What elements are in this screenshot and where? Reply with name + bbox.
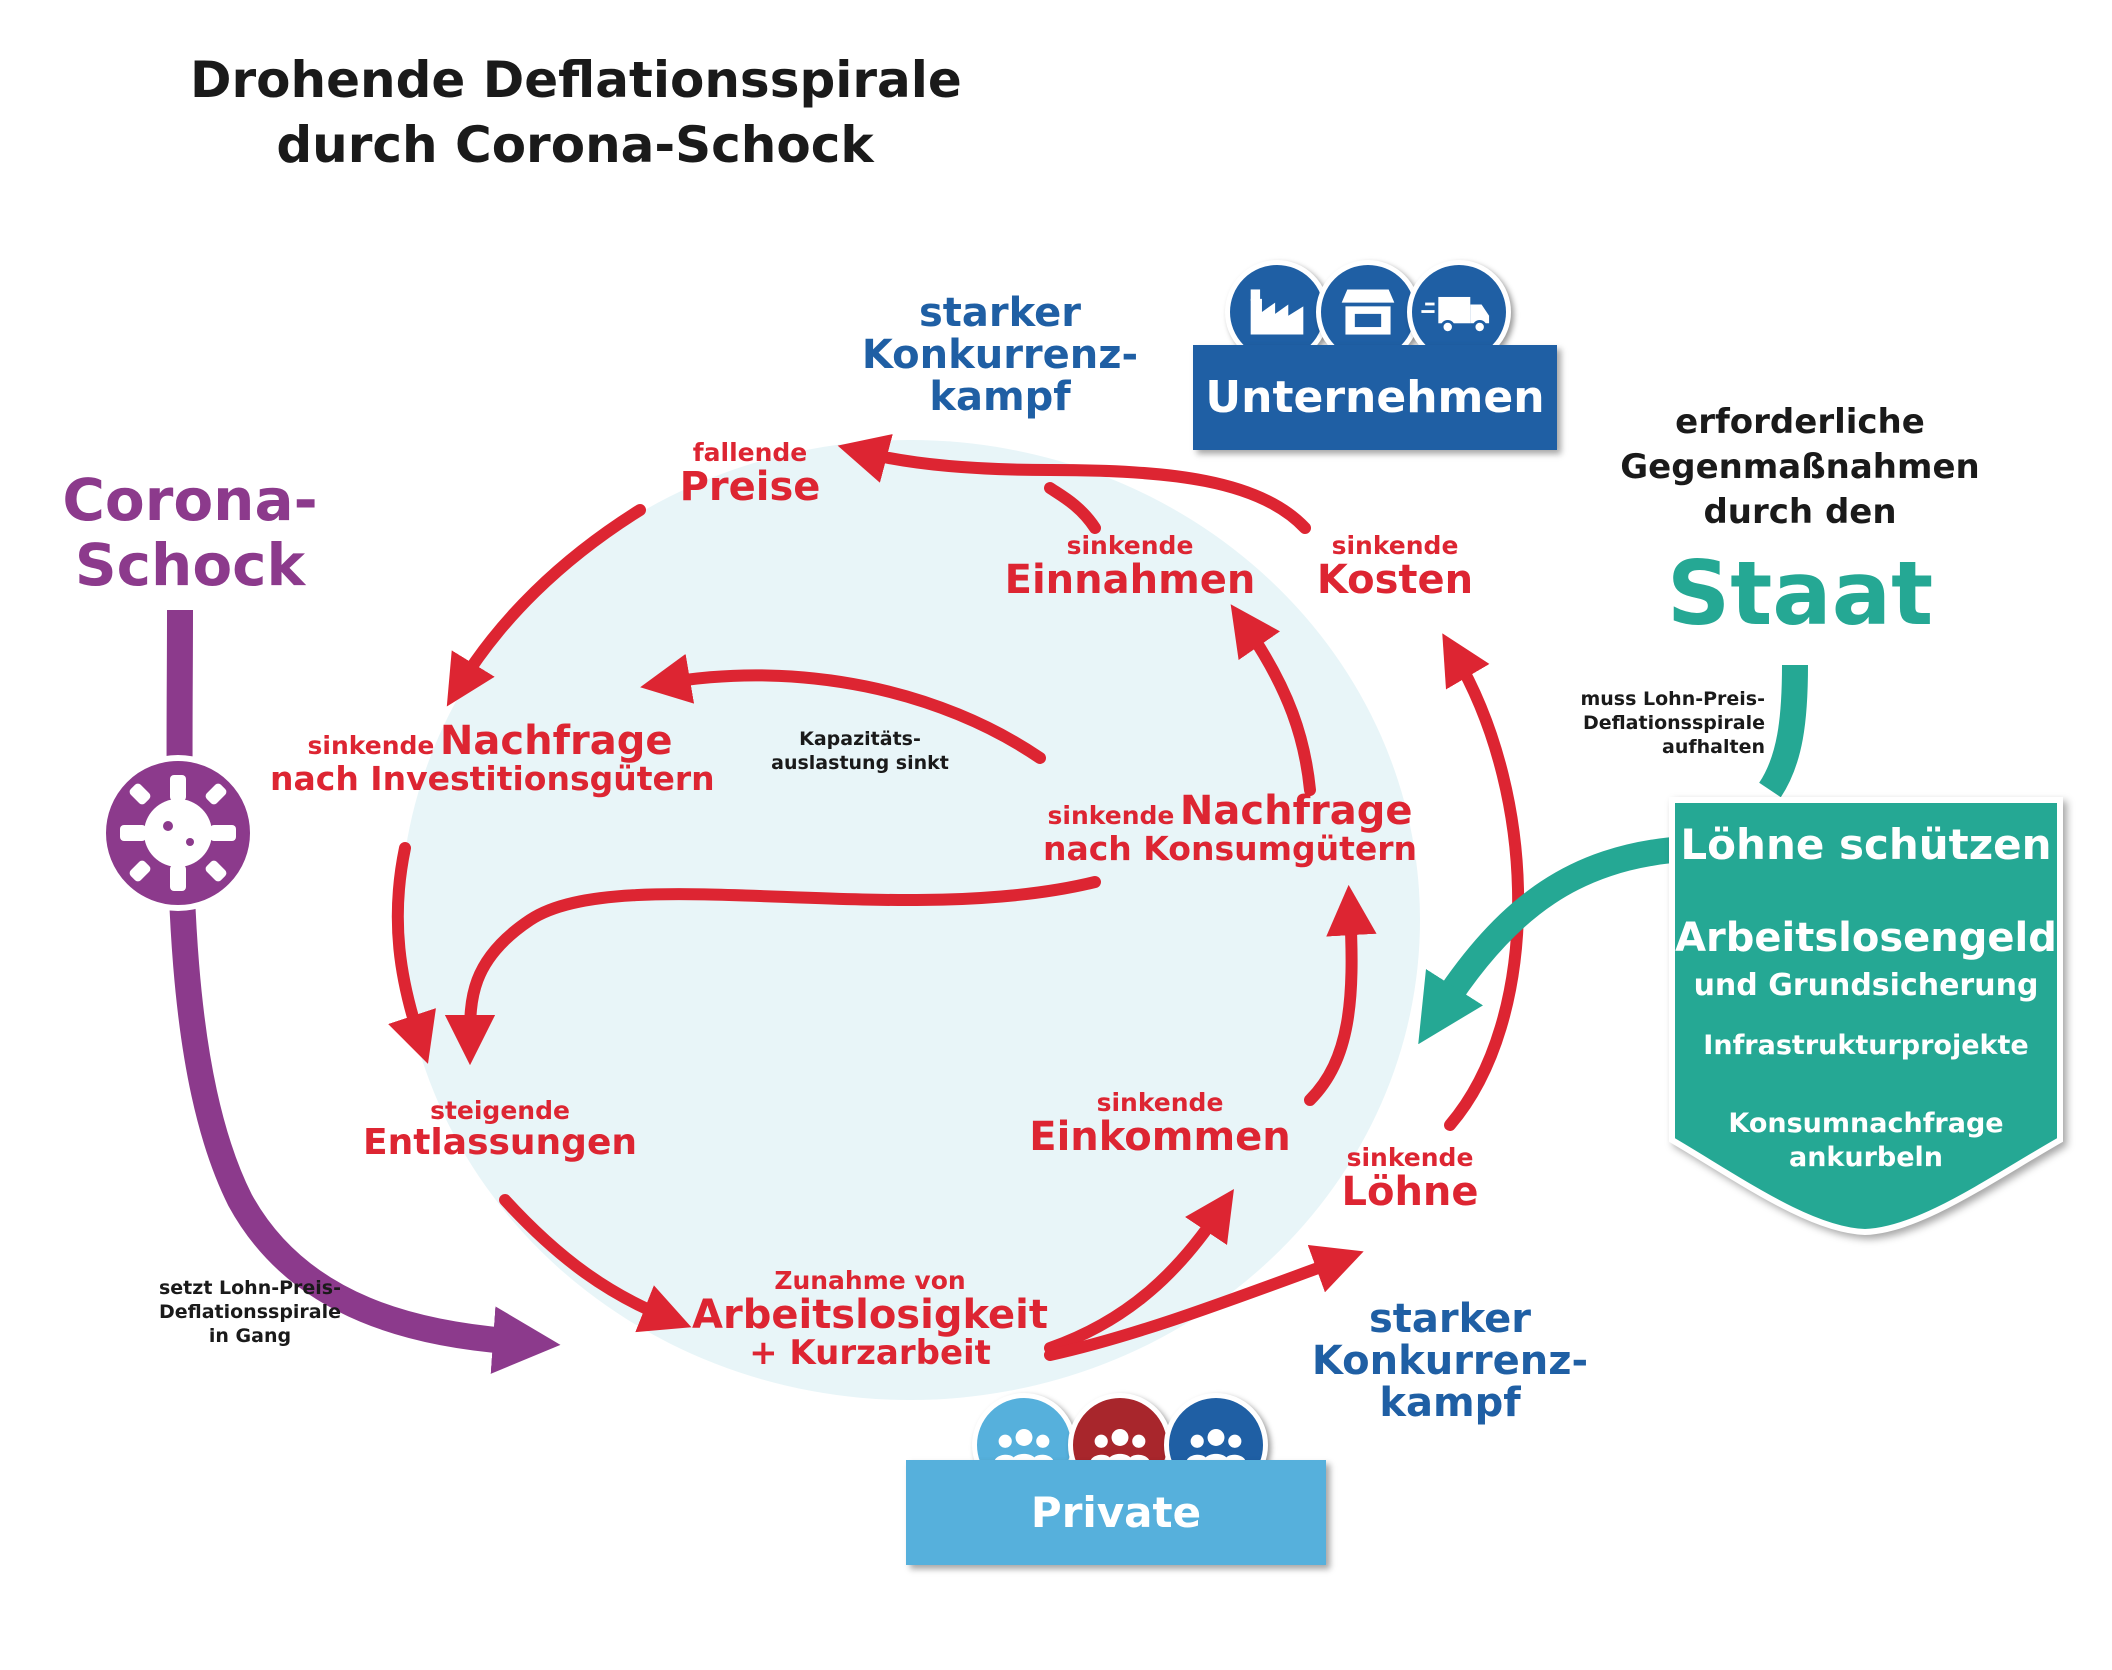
virus-icon <box>100 755 256 911</box>
staat-note-line: muss Lohn-Preis- <box>1580 688 1765 710</box>
node-arbeitslosigkeit-line2: + Kurzarbeit <box>749 1333 991 1374</box>
node-einkommen: sinkende Einkommen <box>1010 1088 1310 1161</box>
node-einnahmen-big: Einnahmen <box>1004 557 1256 604</box>
node-invest-big: Nachfrage <box>439 718 673 764</box>
corona-note-line: setzt Lohn-Preis- <box>158 1277 342 1299</box>
staat-intro-line: Gegenmaßnahmen <box>1620 446 1980 487</box>
arrow-staat-down <box>1758 664 1808 798</box>
arrow-konsum-to-entlassungen <box>444 876 1101 1066</box>
arrow-loehne-to-kosten <box>1442 633 1525 1131</box>
unternehmen-box: Unternehmen <box>1193 345 1557 450</box>
node-arbeitslosigkeit: Zunahme von Arbeitslosigkeit + Kurzarbei… <box>680 1266 1060 1374</box>
node-invest: sinkende Nachfrage nach Investitionsgüte… <box>270 718 715 798</box>
node-einnahmen-small: sinkende <box>1066 531 1194 560</box>
kapazitaet-note: Kapazitäts- auslastung sinkt <box>760 728 960 776</box>
node-loehne-small: sinkende <box>1346 1143 1474 1172</box>
konkurrenz-line: Konkurrenz- <box>861 332 1139 378</box>
arrow-kosten-to-preise <box>837 434 1311 534</box>
konkurrenz-line: Konkurrenz- <box>1311 1338 1589 1384</box>
node-kosten: sinkende Kosten <box>1285 531 1505 604</box>
staat-note: muss Lohn-Preis- Deflationsspirale aufha… <box>1545 688 1765 759</box>
corona-note: setzt Lohn-Preis- Deflationsspirale in G… <box>140 1277 360 1348</box>
corona-label: Corona- Schock <box>40 468 340 598</box>
corona-line-2: Schock <box>74 530 306 599</box>
corona-line-1: Corona- <box>62 466 318 534</box>
node-einkommen-small: sinkende <box>1096 1088 1224 1117</box>
node-invest-small: sinkende <box>307 731 435 760</box>
konkurrenz-line: kampf <box>929 374 1071 420</box>
konkurrenz-line: starker <box>918 290 1082 336</box>
measure-ankurbeln: ankurbeln <box>1788 1142 1944 1173</box>
node-konsum-big: Nachfrage <box>1179 788 1413 834</box>
node-loehne: sinkende Löhne <box>1300 1143 1520 1216</box>
measure-konsumnachfrage: Konsumnachfrage <box>1728 1108 2004 1139</box>
arrow-staat-to-loehne <box>1418 837 1674 1045</box>
staat-measures-badge <box>1669 797 2063 1236</box>
unternehmen-label: Unternehmen <box>1205 372 1545 423</box>
title-line-2: durch Corona-Schock <box>276 116 874 174</box>
node-entlassungen-big: Entlassungen <box>363 1122 637 1164</box>
staat-intro: erforderliche Gegenmaßnahmen durch den <box>1600 400 2000 535</box>
arrow-loehne-to-einkommen <box>1304 884 1377 1106</box>
diagram-canvas <box>100 434 2063 1400</box>
node-arbeitslosigkeit-small: Zunahme von <box>774 1266 966 1295</box>
node-kosten-small: sinkende <box>1331 531 1459 560</box>
node-einkommen-big: Einkommen <box>1029 1114 1291 1161</box>
corona-note-line: Deflationsspirale <box>158 1300 342 1323</box>
arrow-arbeitslosigkeit-to-einkommen <box>1044 1189 1234 1354</box>
node-loehne-big: Löhne <box>1341 1169 1479 1216</box>
staat-name: Staat <box>1600 547 2000 640</box>
arrow-einnahmen-to-preise <box>1044 482 1101 534</box>
node-konsum: sinkende Nachfrage nach Konsumgütern <box>1020 790 1440 867</box>
corona-note-line: in Gang <box>208 1324 292 1347</box>
node-kosten-big: Kosten <box>1316 557 1474 604</box>
measure-infrastruktur: Infrastrukturprojekte <box>1703 1030 2029 1061</box>
node-konsum-small: sinkende <box>1047 801 1175 830</box>
konkurrenz-line: kampf <box>1379 1380 1521 1426</box>
konkurrenz-line: starker <box>1368 1296 1532 1342</box>
node-entlassungen-small: steigende <box>430 1096 570 1125</box>
konkurrenz-top: starker Konkurrenz- kampf <box>860 292 1140 418</box>
staat-note-line: Deflationsspirale <box>1582 711 1765 734</box>
staat-intro-line: erforderliche <box>1675 402 1925 442</box>
measure-arbeitslosengeld: Arbeitslosengeld <box>1675 915 2057 961</box>
page-title: Drohende Deflationsspirale durch Corona-… <box>190 48 962 178</box>
staat-name-text: Staat <box>1666 542 1934 645</box>
staat-intro-line: durch den <box>1703 491 1897 532</box>
node-entlassungen: steigende Entlassungen <box>350 1096 650 1164</box>
konkurrenz-bottom: starker Konkurrenz- kampf <box>1300 1298 1600 1424</box>
node-konsum-line2: nach Konsumgütern <box>1042 829 1418 868</box>
node-invest-line2: nach Investitionsgütern <box>270 759 715 798</box>
node-arbeitslosigkeit-big: Arbeitslosigkeit <box>692 1292 1048 1339</box>
arrow-preise-to-invest <box>446 504 646 707</box>
measure-grundsicherung: und Grundsicherung <box>1693 968 2039 1003</box>
measure-loehne-schuetzen: Löhne schützen <box>1680 820 2052 869</box>
node-preise-small: fallende <box>692 438 808 467</box>
node-preise-big: Preise <box>679 464 821 511</box>
node-preise: fallende Preise <box>640 438 860 511</box>
kapazitaet-line: auslastung sinkt <box>771 751 949 774</box>
arrow-kapazitaet <box>640 653 1046 764</box>
staat-note-line: aufhalten <box>1662 735 1765 758</box>
haushalte-box: Private Haushalte <box>906 1460 1326 1642</box>
title-line-1: Drohende Deflationsspirale <box>190 51 962 109</box>
arrow-entlassungen-to-arbeitslosigkeit <box>499 1194 692 1333</box>
arrow-invest-to-entlassungen <box>388 842 436 1064</box>
haushalte-label: Private Haushalte <box>996 1488 1236 1642</box>
node-einnahmen: sinkende Einnahmen <box>970 531 1290 604</box>
kapazitaet-line: Kapazitäts- <box>799 728 921 750</box>
arrow-konsum-to-einnahmen <box>1230 604 1316 796</box>
arrow-arbeitslosigkeit-to-loehne <box>1044 1244 1364 1361</box>
